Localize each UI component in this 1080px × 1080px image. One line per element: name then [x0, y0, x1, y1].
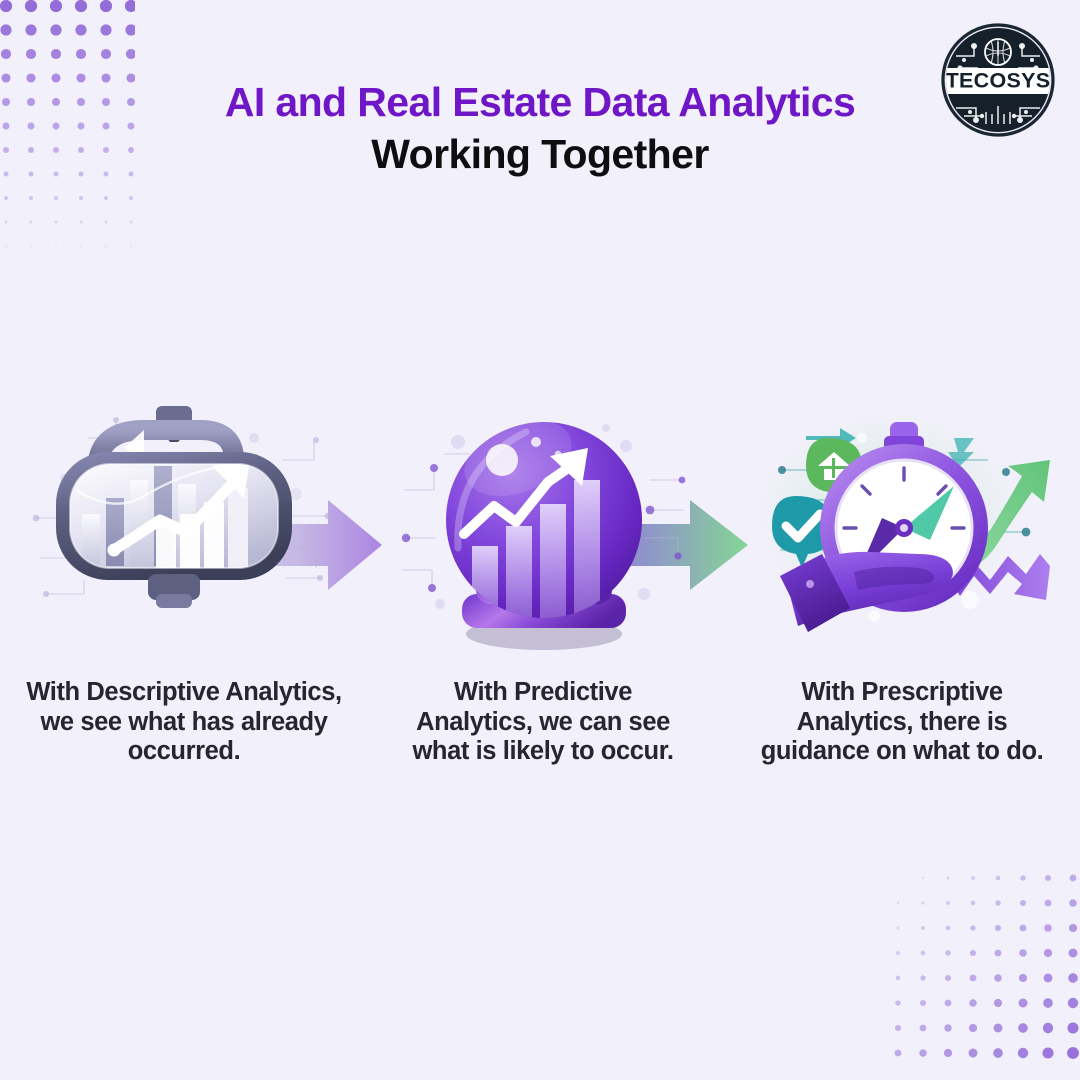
icon-panel-prescriptive [758, 398, 1060, 660]
mirror-mount [88, 406, 244, 470]
arrow-predictive-to-prescriptive [560, 500, 748, 590]
title-line-2: Working Together [371, 131, 709, 177]
tecosys-logo: TECOSYS [941, 23, 1055, 137]
caption-descriptive: With Descriptive Analytics, we see what … [26, 678, 342, 766]
icon-panel-descriptive [28, 398, 358, 660]
mirror-stem [148, 574, 200, 608]
icon-panel-predictive [398, 398, 690, 660]
check-badge [772, 496, 832, 568]
caption-predictive: With Predictive Analytics, we can see wh… [412, 678, 674, 766]
title-line-1: AI and Real Estate Data Analytics [224, 79, 856, 125]
green-growth-arrow [954, 460, 1050, 572]
compass-needle-north [904, 486, 954, 540]
page-title: AI and Real Estate Data Analytics Workin… [0, 82, 1080, 175]
mirror-chart-content [75, 464, 273, 568]
open-hand [780, 551, 953, 632]
logo-text: TECOSYS [946, 69, 1051, 93]
caption-prescriptive: With Prescriptive Analytics, there is gu… [760, 678, 1044, 766]
purple-zigzag-arrow [954, 554, 1050, 600]
